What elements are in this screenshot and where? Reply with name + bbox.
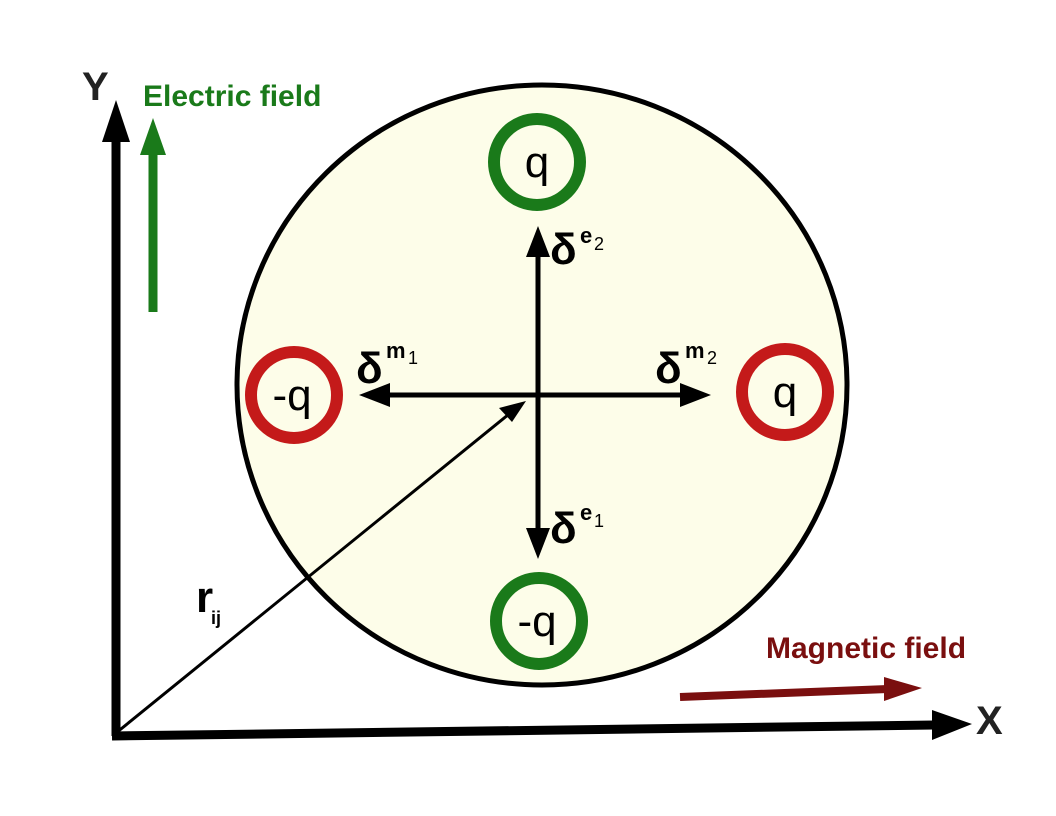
- charge-left-label: -q: [272, 371, 311, 420]
- delta-e2-sup: e: [580, 223, 592, 248]
- vertical-displacement-arrows: [526, 226, 550, 559]
- x-axis: [111, 710, 972, 741]
- delta-e1-sup: e: [580, 500, 592, 525]
- charge-right-ring: [736, 343, 834, 441]
- charge-bottom-label: -q: [517, 597, 556, 646]
- delta-m1-base: δ: [356, 344, 383, 393]
- y-axis: [102, 100, 130, 736]
- position-vector-sub: ij: [211, 608, 221, 628]
- delta-m1-label: δ m 1: [356, 338, 418, 393]
- delta-e1-sub: 1: [594, 511, 604, 531]
- position-vector-base: r: [196, 573, 213, 622]
- magnetic-field-label: Magnetic field: [766, 632, 966, 665]
- delta-m2-base: δ: [655, 344, 682, 393]
- magnetic-field-arrow: [679, 677, 922, 701]
- charge-top-ring: [488, 113, 586, 211]
- charge-left-ring: [245, 346, 343, 444]
- delta-m2-label: δ m 2: [655, 338, 717, 393]
- position-vector-arrow: [115, 401, 526, 735]
- delta-m1-sub: 1: [408, 348, 418, 368]
- delta-e2-sub: 2: [594, 234, 604, 254]
- delta-e2-base: δ: [550, 225, 577, 274]
- electric-field-arrow: [140, 118, 166, 312]
- charge-bottom: -q: [490, 572, 588, 670]
- delta-e2-label: δ e 2: [550, 223, 604, 274]
- charge-top-label: q: [525, 138, 549, 187]
- charge-left: -q: [245, 346, 343, 444]
- horizontal-displacement-arrows: [359, 383, 711, 407]
- delta-m2-sup: m: [685, 338, 705, 363]
- electric-field-label: Electric field: [143, 80, 321, 113]
- delta-m2-sub: 2: [707, 348, 717, 368]
- delta-m1-sup: m: [386, 338, 406, 363]
- delta-e1-base: δ: [550, 504, 577, 553]
- charge-bottom-ring: [490, 572, 588, 670]
- delta-e1-label: δ e 1: [550, 500, 604, 553]
- position-vector-label: rij: [196, 573, 221, 628]
- charge-top: q: [488, 113, 586, 211]
- y-axis-label: Y: [82, 65, 109, 109]
- charge-right: q: [736, 343, 834, 441]
- disk: [234, 82, 850, 688]
- charge-right-label: q: [773, 368, 797, 417]
- x-axis-label: X: [976, 699, 1003, 743]
